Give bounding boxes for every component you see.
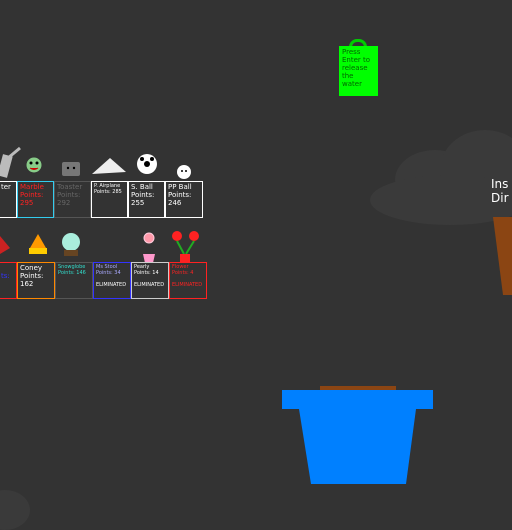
tag-handle-icon — [349, 39, 367, 49]
marble-icon — [25, 156, 43, 174]
contestant-status: ELIMINATED — [172, 282, 203, 288]
blue-pot[interactable] — [282, 385, 434, 485]
contestant-card: Toaster Points: 292 — [54, 181, 91, 218]
match-arm-icon — [7, 146, 21, 160]
contestant-name: ter — [1, 183, 11, 191]
contestant-points: Points: 162 — [20, 272, 44, 288]
contestant-card: S. Ball Points: 255 — [128, 181, 165, 218]
coney-icon — [30, 234, 46, 248]
paper-airplane-icon — [92, 158, 126, 174]
cloud — [0, 490, 30, 530]
side-label-line2: Dir — [491, 191, 509, 205]
match-icon — [0, 154, 13, 178]
contestant-card: Ms Stool Points: 34 ELIMINATED — [93, 262, 131, 299]
contestant-points: Points: 14 — [134, 270, 159, 276]
contestant-name: Snowglobe — [58, 264, 86, 270]
contestant-points: Points: 34 — [96, 270, 121, 276]
contestant-card: ts: — [0, 262, 17, 299]
contestant-name: S. Ball — [131, 183, 153, 191]
contestant-name: Toaster — [57, 183, 83, 191]
contestant-name: P. Airplane — [94, 183, 121, 189]
contestant-name: Pearly — [134, 264, 150, 270]
pot-soil — [320, 386, 396, 392]
flower-icon — [172, 231, 182, 241]
contestant-name: PP Ball — [168, 183, 192, 191]
contestant-status: ELIMINATED — [134, 282, 165, 288]
character-icon — [0, 236, 10, 254]
hint-text: Press Enter to release the water — [342, 48, 371, 88]
contestant-points: Points: 146 — [58, 270, 86, 276]
contestant-name: Coney — [20, 264, 43, 272]
contestant-points: ts: — [1, 272, 10, 280]
contestant-points: Points: 285 — [94, 189, 122, 195]
contestant-points: Points: 255 — [131, 191, 155, 207]
contestant-card: Snowglobe Points: 146 — [55, 262, 93, 299]
contestant-card: P. Airplane Points: 285 — [91, 181, 128, 218]
contestant-points: Points: 295 — [20, 191, 44, 207]
contestant-card: PP Ball Points: 246 — [165, 181, 203, 218]
pot-body — [299, 409, 416, 484]
character-icons-row2 — [0, 231, 199, 263]
contestant-points: Points: 292 — [57, 191, 81, 207]
character-icons-row1 — [0, 146, 191, 179]
snowglobe-icon — [62, 233, 80, 251]
pearly-icon — [143, 232, 155, 244]
contestant-status: ELIMINATED — [96, 282, 127, 288]
side-label: Ins Dir — [491, 177, 509, 205]
contestant-card: Pearly Points: 14 ELIMINATED — [131, 262, 169, 299]
contestant-points: Points: 4 — [172, 270, 194, 276]
cloud — [370, 175, 512, 225]
pot-rim — [282, 390, 433, 409]
side-label-line1: Ins — [491, 177, 509, 191]
contestant-name: Marble — [20, 183, 44, 191]
hint-tag: Press Enter to release the water — [339, 46, 378, 96]
brown-pot — [493, 217, 512, 295]
contestant-card: ter — [0, 181, 17, 218]
ping-pong-ball-icon — [177, 165, 191, 179]
contestant-name: Ms Stool — [96, 264, 118, 270]
contestant-name: Flower — [172, 264, 189, 270]
toaster-icon — [62, 162, 80, 176]
contestant-card: Marble Points: 295 — [17, 181, 54, 218]
contestant-points: Points: 246 — [168, 191, 192, 207]
contestant-card: Coney Points: 162 — [17, 262, 55, 299]
contestant-card: Flower Points: 4 ELIMINATED — [169, 262, 207, 299]
